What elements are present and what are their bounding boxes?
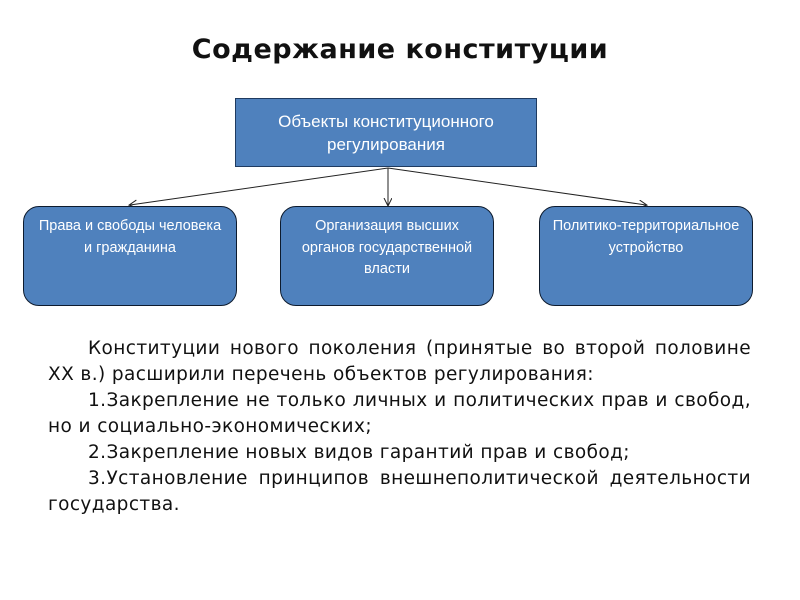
node-political-territorial-structure: Политико-территориальное устройство [539,206,753,306]
connector-arrow-left [130,167,389,205]
body-item-2: 2.Закрепление новых видов гарантий прав … [88,442,630,463]
page-title: Содержание конституции [191,34,609,65]
connector-arrow-right [387,167,646,205]
node-rights-and-freedoms: Права и свободы человека и гражданина [23,206,237,306]
node-state-power-organs: Организация высших органов государственн… [280,206,494,306]
root-node-constitutional-objects: Объекты конституционного регулирования [235,98,537,167]
body-item-1: 1.Закрепление не только личных и политич… [48,390,751,437]
node-territory-label: Политико-территориальное устройство [552,218,740,256]
node-organs-label: Организация высших органов государственн… [301,218,473,277]
body-text: Конституции нового поколения (принятые в… [48,336,751,518]
body-intro-paragraph: Конституции нового поколения (принятые в… [48,338,751,385]
root-node-label: Объекты конституционного регулирования [278,111,494,154]
body-item-3: 3.Установление принципов внешнеполитичес… [48,468,751,515]
node-rights-label: Права и свободы человека и гражданина [38,218,222,256]
